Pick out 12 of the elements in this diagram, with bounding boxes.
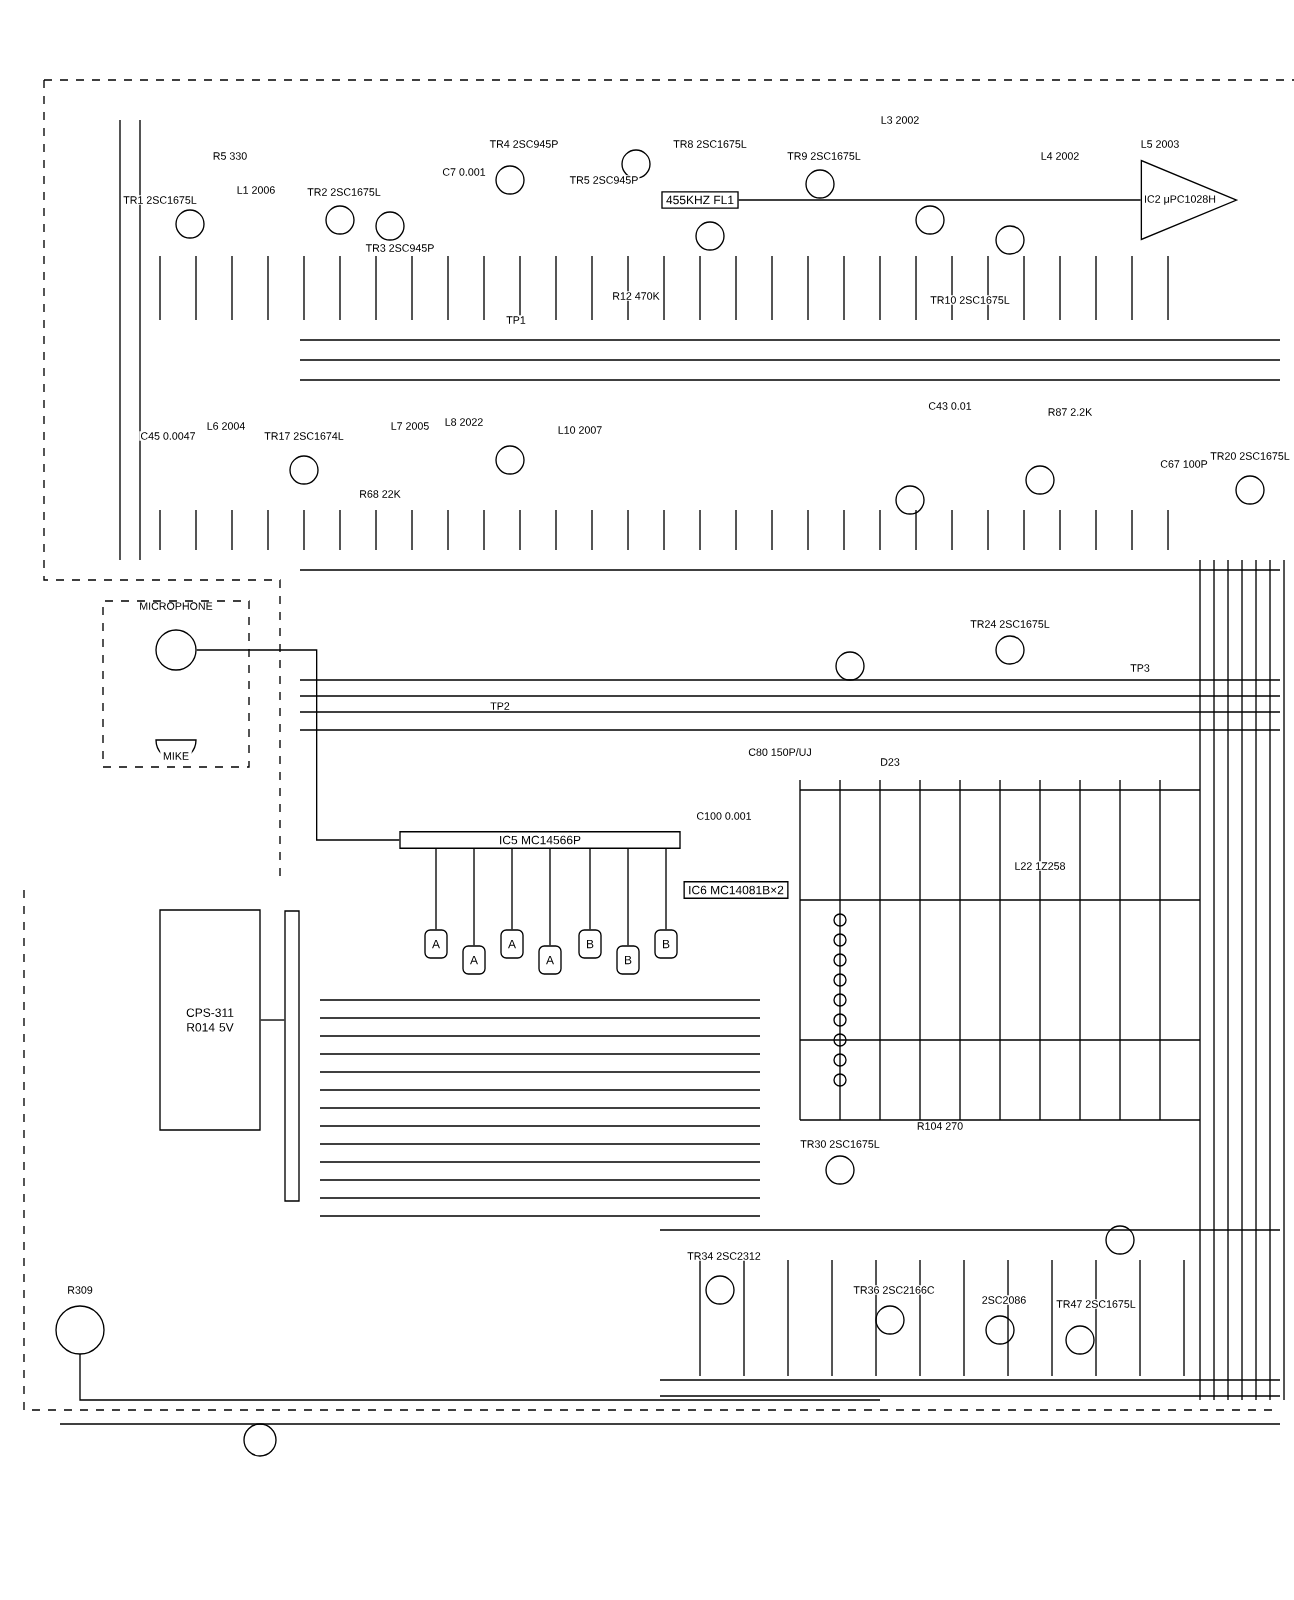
wire xyxy=(196,649,400,841)
connector-bar xyxy=(284,910,300,1202)
wire xyxy=(511,848,513,930)
wire xyxy=(260,1019,285,1021)
wire xyxy=(589,848,591,930)
wire xyxy=(473,848,475,946)
mic-plug-circle xyxy=(155,629,197,671)
wire xyxy=(627,848,629,946)
wire xyxy=(738,199,1142,201)
wire xyxy=(665,848,667,930)
wire xyxy=(435,848,437,930)
wire xyxy=(549,848,551,946)
